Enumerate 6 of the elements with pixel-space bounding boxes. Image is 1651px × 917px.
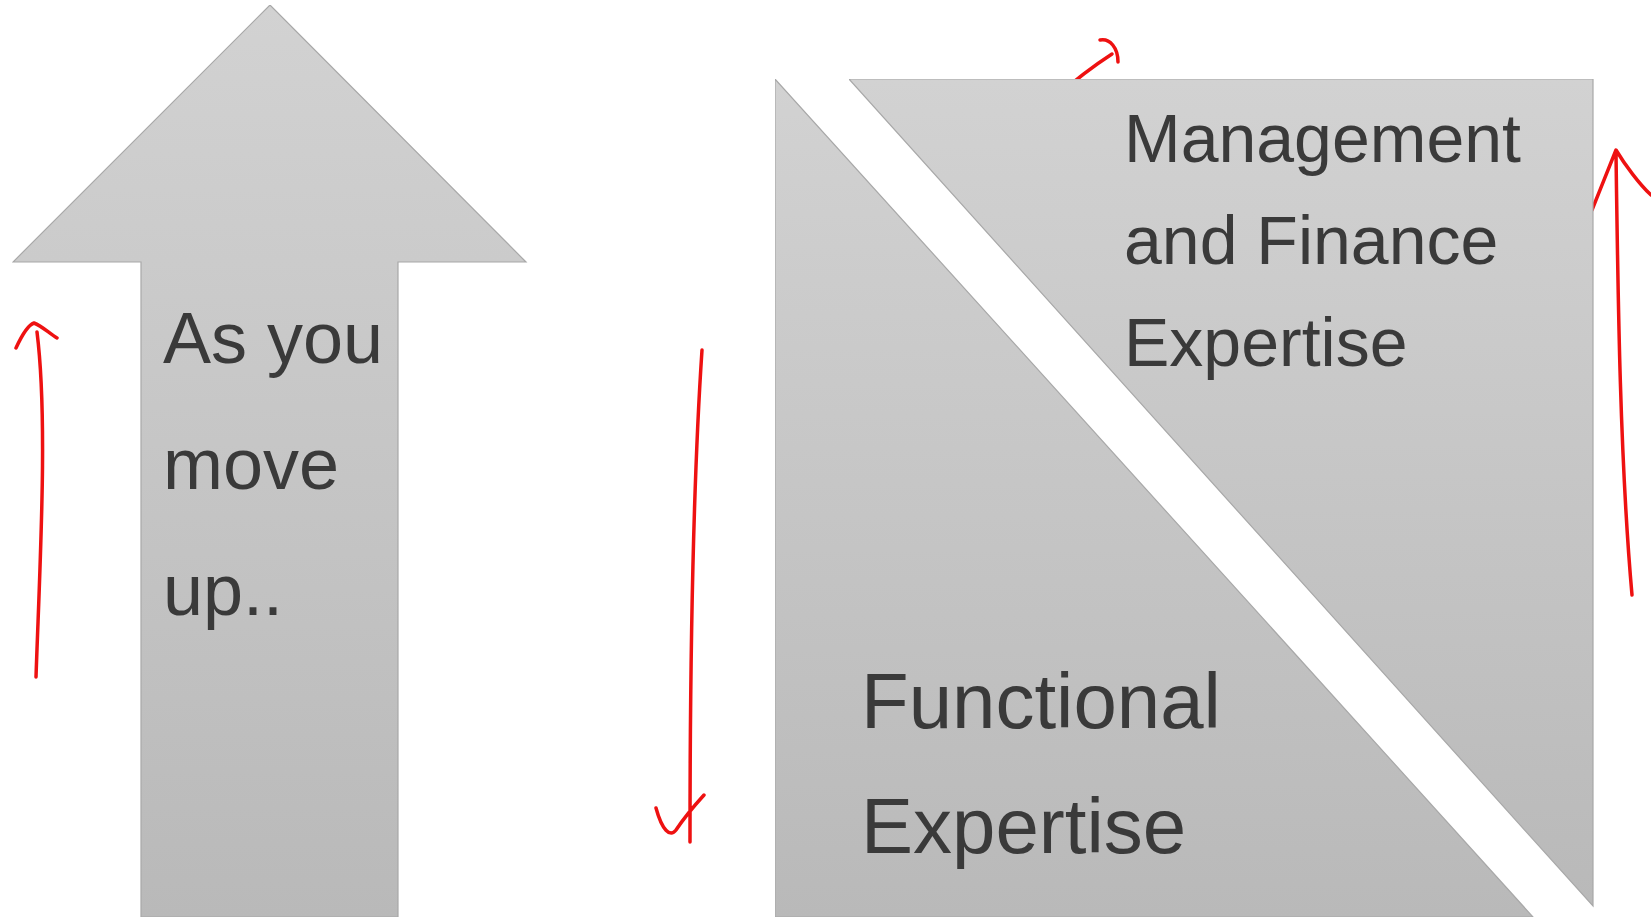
up-arrow-shape	[12, 5, 528, 917]
shape-label: Functional Expertise	[861, 656, 1222, 872]
triangle-shape	[775, 79, 1535, 917]
shape-label: Management and Finance Expertise	[1124, 99, 1522, 382]
shape-label: As you move up..	[163, 297, 385, 632]
triangle-shape	[849, 79, 1595, 908]
